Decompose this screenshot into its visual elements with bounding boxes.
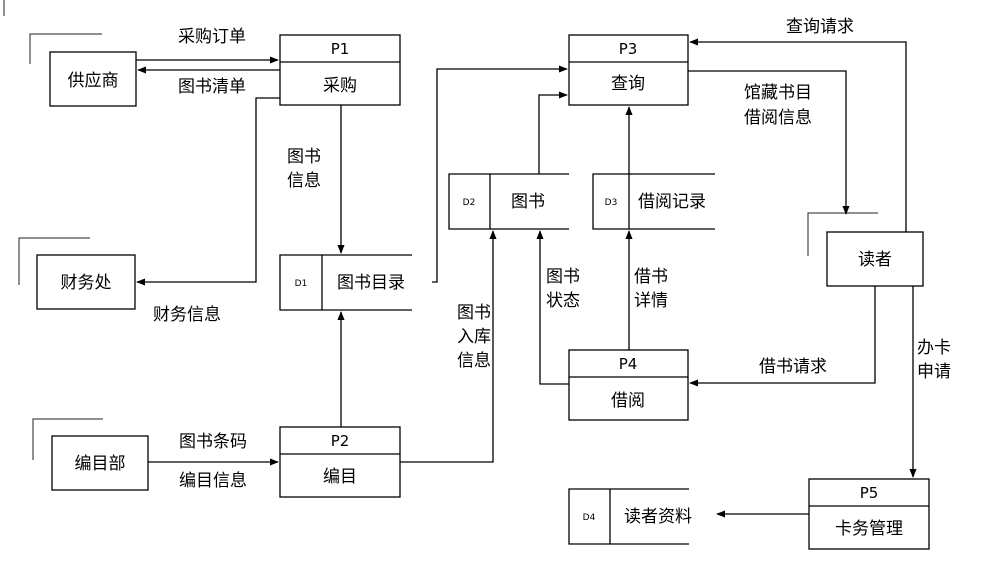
process-p3-name: 查询 bbox=[611, 74, 645, 94]
entity-reader-label: 读者 bbox=[858, 250, 892, 270]
flow-label-holdings-1: 馆藏书目 bbox=[744, 83, 812, 103]
flow-holdings-arrow bbox=[688, 70, 850, 215]
entity-supplier-label: 供应商 bbox=[68, 71, 119, 91]
flow-label-book-info-1: 图书 bbox=[287, 147, 321, 167]
flow-label-finance-info: 财务信息 bbox=[153, 305, 221, 325]
entity-finance: 财务处 bbox=[18, 237, 136, 310]
flow-borrow-request-arrow bbox=[689, 286, 876, 387]
process-p2: P2 编目 bbox=[279, 426, 401, 498]
process-p4-id: P4 bbox=[619, 355, 638, 373]
process-p1-id: P1 bbox=[331, 40, 350, 58]
flow-label-card-apply-1: 办卡 bbox=[917, 338, 951, 358]
flow-label-catalog-info: 编目信息 bbox=[179, 471, 247, 491]
flow-book-status-arrow bbox=[536, 230, 569, 385]
flow-label-purchase-order: 采购订单 bbox=[178, 27, 246, 47]
flow-label-book-status-2: 状态 bbox=[546, 291, 580, 311]
flow-label-book-status-1: 图书 bbox=[546, 267, 580, 287]
entity-catalog-dept-label: 编目部 bbox=[75, 454, 126, 474]
process-p5-name: 卡务管理 bbox=[835, 519, 903, 539]
store-d1-name: 图书目录 bbox=[337, 273, 405, 293]
process-p3: P3 查询 bbox=[568, 34, 689, 106]
flow-d1-to-p3-arrow bbox=[432, 65, 568, 283]
flow-label-borrow-detail-1: 借书 bbox=[634, 267, 668, 287]
process-p4-name: 借阅 bbox=[611, 391, 645, 411]
store-d4-id: D4 bbox=[583, 513, 596, 523]
process-p5-id: P5 bbox=[860, 484, 879, 502]
flow-label-book-info-2: 信息 bbox=[287, 171, 321, 191]
flow-label-stock-info-1: 图书 bbox=[457, 303, 491, 323]
flow-finance-info-arrow bbox=[136, 97, 280, 286]
flow-query-request-arrow bbox=[689, 38, 907, 232]
flow-d2-to-p3-arrow bbox=[538, 91, 568, 174]
process-p2-id: P2 bbox=[331, 432, 350, 450]
flow-label-stock-info-2: 入库 bbox=[457, 327, 491, 347]
store-d2-name: 图书 bbox=[511, 192, 545, 212]
flow-label-book-list: 图书清单 bbox=[178, 77, 246, 97]
flow-label-query-request: 查询请求 bbox=[786, 17, 854, 37]
flow-label-holdings-2: 借阅信息 bbox=[744, 108, 812, 128]
entity-supplier: 供应商 bbox=[29, 33, 137, 107]
store-d3: D3 借阅记录 bbox=[592, 173, 715, 230]
store-d4: D4 读者资料 bbox=[568, 488, 692, 545]
entity-reader: 读者 bbox=[807, 212, 924, 287]
store-d3-id: D3 bbox=[605, 198, 618, 208]
flow-label-card-apply-2: 申请 bbox=[917, 362, 951, 382]
store-d4-name: 读者资料 bbox=[624, 507, 692, 527]
store-d2: D2 图书 bbox=[448, 173, 569, 230]
store-d2-id: D2 bbox=[463, 198, 476, 208]
flow-label-borrow-detail-2: 详情 bbox=[634, 291, 668, 311]
flow-stock-info-arrow bbox=[400, 230, 497, 463]
flow-label-borrow-request: 借书请求 bbox=[759, 357, 827, 377]
entity-catalog-dept: 编目部 bbox=[32, 418, 149, 491]
flow-label-stock-info-3: 信息 bbox=[457, 351, 491, 371]
store-d1: D1 图书目录 bbox=[279, 254, 412, 311]
process-p2-name: 编目 bbox=[323, 467, 357, 487]
process-p3-id: P3 bbox=[619, 40, 638, 58]
store-d3-name: 借阅记录 bbox=[638, 192, 706, 212]
entity-finance-label: 财务处 bbox=[61, 273, 112, 293]
process-p4: P4 借阅 bbox=[568, 349, 689, 421]
process-p1-name: 采购 bbox=[323, 76, 357, 96]
process-p5: P5 卡务管理 bbox=[808, 478, 930, 550]
process-p1: P1 采购 bbox=[279, 34, 401, 106]
store-d1-id: D1 bbox=[295, 279, 308, 289]
flow-label-book-barcode: 图书条码 bbox=[179, 432, 247, 452]
